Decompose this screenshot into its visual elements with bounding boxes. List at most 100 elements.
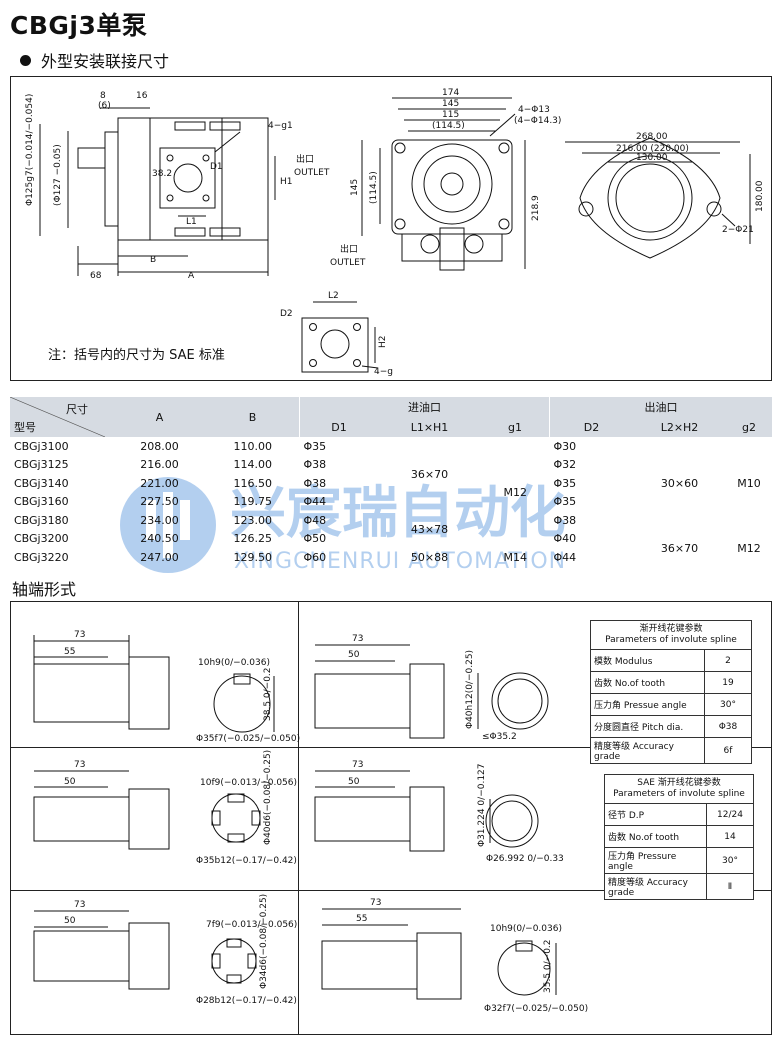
shaft5-body [33,930,130,982]
param-label: 压力角 Pressue angle [590,693,705,716]
table-row: CBGj3180 234.00 123.00 Φ48 43×78 Φ38 [10,511,772,536]
s6-dim-73: 73 [370,898,381,908]
cell-d1: Φ38 [303,476,327,490]
table-row: CBGj3220 247.00 129.50 Φ60 50×88 M14 Φ44 [10,548,772,567]
dim-holes-sae: (4−Φ14.3) [514,116,561,126]
section-heading-label: 外型安装联接尺寸 [41,52,170,71]
dim-145: 145 [442,99,459,109]
header-d1: D1 [299,417,378,437]
dim-phi125: Φ125g7(−0.014/−0.054) [25,94,35,206]
cell-d1: Φ35 [303,439,327,453]
cell-l1h1: 50×88 [410,550,449,564]
cell-g1: M12 [503,486,528,499]
cell-g2: M12 [737,541,761,555]
spec-table: 尺寸 型号 A B 进油口 出油口 D1 L1×H1 g1 D2 L2×H2 g… [10,397,772,567]
dim-38: 38.2 [152,169,172,179]
cell-a: 234.00 [140,513,179,527]
table-row: 分度圆直径 Pitch dia.Φ38 [590,715,752,738]
cell-a: 221.00 [140,476,179,490]
dim-180: 180.00 [755,180,765,212]
param-label: 压力角 Pressure angle [604,847,707,874]
param-label: 模数 Modulus [590,649,705,672]
param-value: 19 [704,671,752,694]
cell-model: CBGj3100 [14,439,69,453]
header-g1: g1 [481,417,550,437]
port-detail [301,317,369,373]
table-row: CBGj3200 240.50 126.25 Φ50 Φ40 36×70 M12 [10,530,772,554]
cell-d1: Φ44 [303,495,327,509]
param-value: 6f [704,737,752,764]
header-l1h1: L1×H1 [378,417,481,437]
cell-model: CBGj3160 [14,495,69,509]
front-outlet-en: OUTLET [330,258,366,268]
dim-115: 115 [442,110,459,120]
cell-b: 116.50 [233,476,273,490]
installation-drawing-frame [10,76,772,381]
outlet-cn: 出口 [296,153,314,165]
s1-phi: Φ35f7(−0.025/−0.050) [196,734,300,744]
drive-shaft [77,147,106,169]
header-model: 型号 [14,421,36,434]
dim-d1: D1 [210,162,223,172]
sae-title-en: Parameters of involute spline [613,789,745,799]
cell-d2: Φ44 [553,550,577,564]
table-row: CBGj3140 221.00 116.50 Φ38 Φ35 [10,474,772,493]
s2-dim-73: 73 [352,634,363,644]
s3-phi: Φ35b12(−0.17/−0.42) [196,856,297,866]
dim-h2: H2 [378,336,388,349]
outlet-en: OUTLET [294,168,330,178]
cell-g2: M10 [737,476,761,490]
pump-body-front [391,139,513,235]
header-inlet: 进油口 [299,397,550,417]
shaft5-section [211,938,257,984]
front-outlet-cn: 出口 [340,243,358,255]
s3-key: 10f9(−0.013/−0.056) [200,778,297,788]
s2-phi40: Φ40h12(0/−0.25) [465,650,475,729]
header-size: 尺寸 [66,403,88,416]
s6-key: 10h9(0/−0.036) [490,924,562,934]
shaft-divider-h1 [10,747,772,748]
dim-130: 130.00 [636,153,668,163]
s4-dim-50: 50 [348,777,360,787]
corner-cell: 尺寸 型号 [10,397,113,437]
cell-l1h1: 43×78 [410,523,449,536]
s5-dim-73: 73 [74,900,85,910]
shaft3-body [33,796,130,842]
dim-268: 268.00 [636,132,668,142]
cell-l2h2: 30×60 [660,476,699,490]
flange-outline [579,137,721,259]
watermark-logo-icon [120,477,216,573]
involute-title-cn: 渐开线花键参数 [639,624,703,634]
sae-title-cn: SAE 渐开线花键参数 [637,778,721,788]
dim-g1: 4−g1 [268,121,293,131]
cell-model: CBGj3140 [14,476,69,490]
param-value: Φ38 [704,715,752,738]
shaft4-body [314,796,411,842]
dim-l2: L2 [328,291,339,301]
shaft6-body [321,940,418,990]
dim-16: 16 [136,91,148,101]
dim-216: 216.00 (220.00) [616,144,689,154]
cell-b: 114.00 [233,458,273,472]
cell-d2: Φ35 [553,495,577,509]
page-title: CBGj3单泵 [10,11,148,40]
dim-l1: L1 [186,217,197,227]
s1-h: 38.5 0/−0.2 [263,667,273,721]
cell-a: 227.50 [140,495,179,509]
shaft3-section [211,793,261,843]
dim-v114-5: (114.5) [369,171,379,204]
s5-d34: Φ34d6(−0.08/−0.25) [259,894,269,989]
cell-d2: Φ32 [553,458,577,472]
s2-phi352: ≤Φ35.2 [482,732,517,742]
shaft4-section [485,794,539,848]
shaft1-body [33,663,130,723]
bullet-icon [20,55,31,66]
